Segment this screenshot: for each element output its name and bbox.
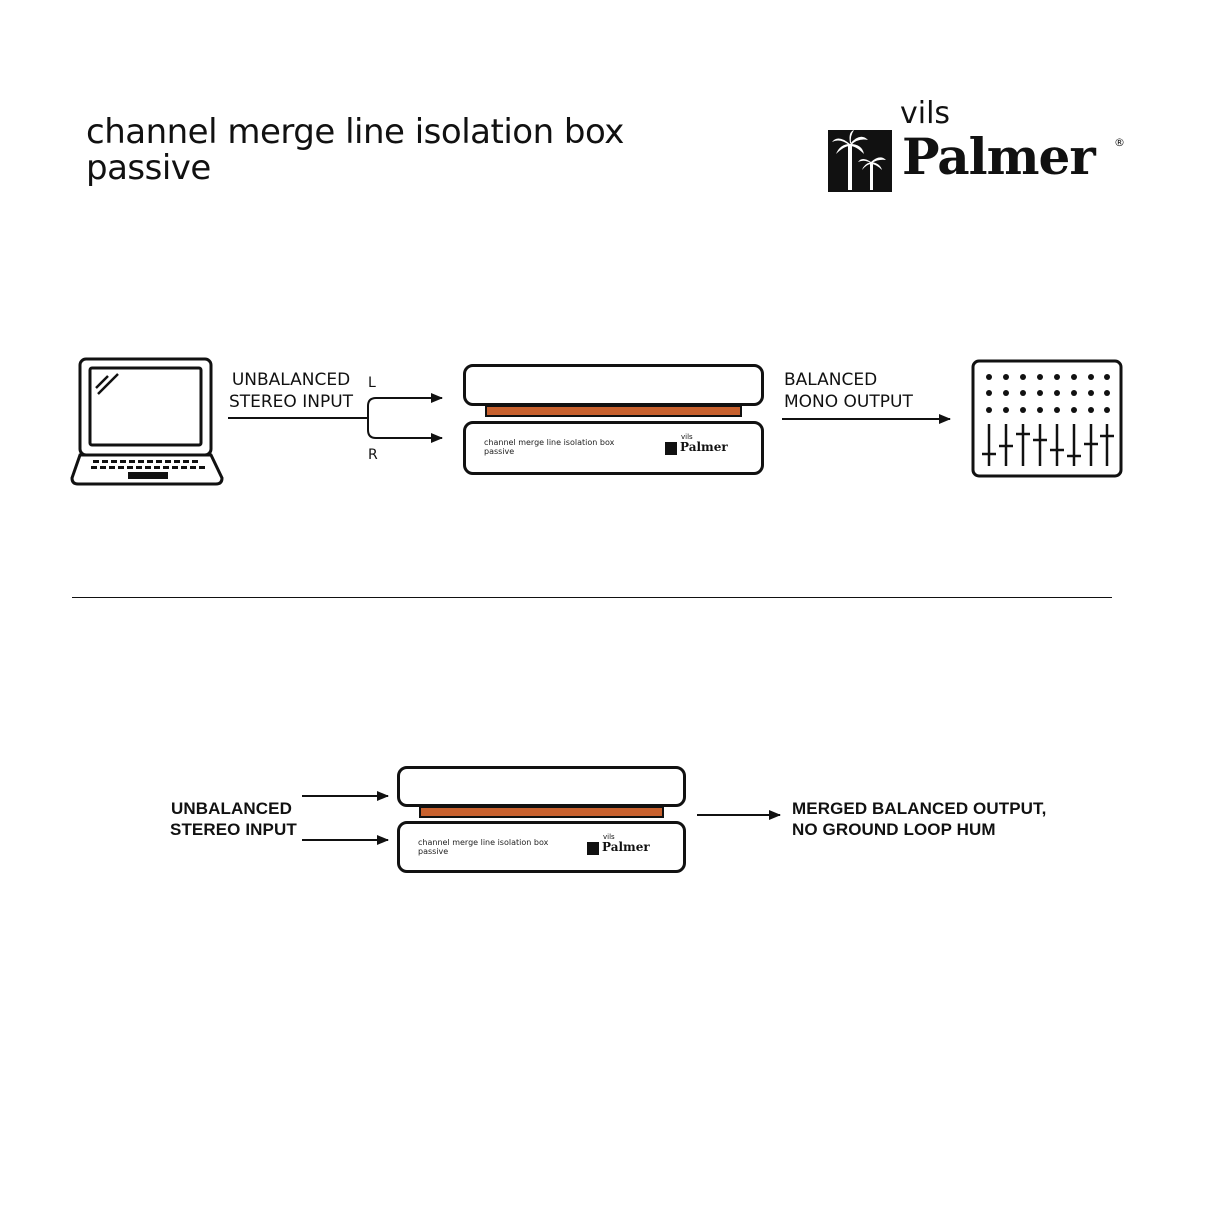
- section-divider: [72, 597, 1112, 598]
- palm-tree-icon: [828, 130, 892, 192]
- brand-logo: vils Palmer ®: [826, 96, 1136, 196]
- laptop-icon: [70, 357, 224, 486]
- device-accent-strip: [485, 405, 742, 417]
- left-channel-label: L: [368, 375, 376, 391]
- bottom-output-label: MERGED BALANCED OUTPUT, NO GROUND LOOP H…: [792, 798, 1046, 840]
- palm-tree-icon: [587, 842, 599, 855]
- device-accent-strip: [419, 806, 664, 818]
- output-label: BALANCED MONO OUTPUT: [784, 369, 913, 413]
- page-subtitle: passive: [86, 148, 211, 188]
- device-brand-logo: vils Palmer: [665, 433, 735, 460]
- output-label-line1: BALANCED: [784, 370, 878, 390]
- mixer-icon: [971, 359, 1123, 478]
- bottom-output-label-line1: MERGED BALANCED OUTPUT,: [792, 799, 1047, 818]
- input-label-line1: UNBALANCED: [231, 370, 351, 390]
- bottom-input-label-line1: UNBALANCED: [171, 799, 292, 818]
- device-label: channel merge line isolation box passive: [418, 838, 548, 856]
- brand-name: Palmer: [902, 127, 1096, 186]
- device-label-line1: channel merge line isolation box: [418, 838, 549, 847]
- page-title: channel merge line isolation box: [86, 112, 624, 152]
- device-front-panel: channel merge line isolation box passive…: [397, 821, 686, 873]
- isolation-box-device: channel merge line isolation box passive…: [463, 364, 764, 475]
- output-label-line2: MONO OUTPUT: [784, 392, 913, 412]
- device-brand-logo: vils Palmer: [587, 833, 657, 860]
- device-front-panel: channel merge line isolation box passive…: [463, 421, 764, 475]
- input-label: UNBALANCED STEREO INPUT: [226, 369, 356, 413]
- device-top-panel: [463, 364, 764, 406]
- laptop-keyboard: [91, 460, 205, 479]
- device-brand-sub: vils: [603, 833, 615, 841]
- bottom-output-label-line2: NO GROUND LOOP HUM: [792, 820, 996, 839]
- palm-tree-icon: [665, 442, 677, 455]
- device-label-line2: passive: [484, 447, 515, 456]
- bottom-input-label-line2: STEREO INPUT: [170, 820, 297, 839]
- device-label-line2: passive: [418, 847, 449, 856]
- device-label-line1: channel merge line isolation box: [484, 438, 615, 447]
- device-brand-sub: vils: [681, 433, 693, 441]
- device-label: channel merge line isolation box passive: [484, 438, 614, 456]
- input-label-line2: STEREO INPUT: [228, 392, 354, 412]
- right-channel-label: R: [368, 447, 378, 463]
- split-bracket: [367, 397, 377, 439]
- device-top-panel: [397, 766, 686, 807]
- bottom-input-label: UNBALANCED STEREO INPUT: [170, 798, 297, 840]
- brand-sub: vils: [900, 96, 951, 131]
- isolation-box-device-bottom: channel merge line isolation box passive…: [397, 766, 686, 873]
- device-brand-name: Palmer: [680, 440, 728, 454]
- brand-registered-mark: ®: [1114, 136, 1125, 149]
- device-brand-name: Palmer: [602, 840, 650, 854]
